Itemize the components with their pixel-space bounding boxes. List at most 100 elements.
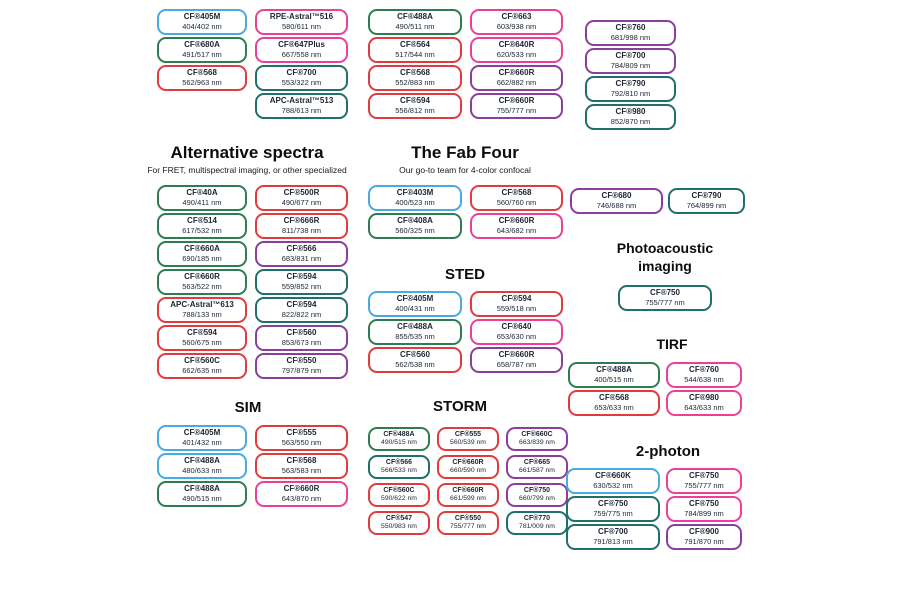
dye-name: CF®594 [286,271,317,281]
dye-name: CF®760 [615,22,646,32]
dye-name: RPE-Astral™516 [269,11,334,21]
dye-wavelengths: 822/822 nm [281,310,322,320]
dye-name: CF®640 [501,321,532,331]
dye-wavelengths: 553/322 nm [281,78,322,88]
dye-name: CF®560C [184,355,220,365]
section-title-sim: SIM [235,399,262,418]
section-title-text: 2-photon [635,443,701,460]
dye-wavelengths: 792/810 nm [610,89,651,99]
dye-wavelengths: 400/431 nm [395,304,435,314]
dye-wavelengths: 562/538 nm [395,360,435,370]
dye-name: APC-Astral™613 [170,299,234,309]
dye-wavelengths: 661/599 nm [450,495,486,503]
dye-name: CF®403M [396,187,434,197]
dye-wavelengths: 562/963 nm [182,78,222,88]
section-title-storm: STORM [433,398,487,417]
dye-name: CF®660R [452,459,484,467]
dye-name: CF®660R [498,215,535,225]
dye-wavelengths: 490/677 nm [281,198,322,208]
section-title-text: SIM [234,399,262,416]
dye-name: CF®750 [650,287,680,297]
dye-wavelengths: 490/515 nm [381,439,417,447]
dye-name: CF®408A [397,215,433,225]
dye-wavelengths: 560/675 nm [182,338,222,348]
dye-name: CF®700 [615,50,646,60]
dye-wavelengths: 563/522 nm [182,282,222,292]
dye-name: CF®40A [186,187,218,197]
section-title-2-photon: 2-photon [636,443,700,462]
dye-name: CF®568 [400,67,430,77]
dye-name: CF®980 [689,392,719,402]
dye-name: CF®488A [383,431,415,439]
dye-name: CF®660A [184,243,220,253]
dye-name: CF®568 [599,392,629,402]
dye-wavelengths: 491/517 nm [182,50,222,60]
dye-wavelengths: 559/518 nm [496,304,537,314]
dye-name: CF®700 [598,526,628,536]
dye-name: CF®555 [286,427,317,437]
dye-wavelengths: 550/983 nm [381,523,417,531]
dye-wavelengths: 490/515 nm [182,494,222,504]
dye-wavelengths: 662/635 nm [182,366,222,376]
dye-name: CF®660R [283,483,320,493]
dye-wavelengths: 660/799 nm [519,495,555,503]
section-subtitle: For FRET, multispectral imaging, or othe… [147,165,347,176]
dye-wavelengths: 791/870 nm [684,537,724,547]
section-title-text: STED [444,266,486,283]
dye-wavelengths: 662/882 nm [496,78,537,88]
section-title-photoacoustic-imaging: Photoacoustic imaging [610,240,720,275]
dye-wavelengths: 784/809 nm [610,61,651,71]
section-subtitle: Our go-to team for 4-color confocal [399,165,531,176]
dye-name: CF®594 [286,299,317,309]
dye-name: CF®980 [615,106,646,116]
dye-wavelengths: 552/883 nm [395,78,435,88]
dye-name: CF®647Plus [278,39,325,49]
dye-wavelengths: 681/998 nm [610,33,651,43]
dye-name: CF®560 [286,327,317,337]
dye-wavelengths: 643/682 nm [496,226,537,236]
dye-wavelengths: 544/638 nm [684,375,724,385]
dye-wavelengths: 746/688 nm [596,201,637,211]
dye-wavelengths: 755/777 nm [450,523,486,531]
dye-name: CF®550 [286,355,317,365]
dye-name: APC-Astral™513 [269,95,334,105]
dye-wavelengths: 563/583 nm [281,466,322,476]
dye-wavelengths: 759/775 nm [593,509,633,519]
dye-wavelengths: 683/831 nm [281,254,322,264]
dye-wavelengths: 755/777 nm [496,106,537,116]
dye-wavelengths: 811/738 nm [281,226,322,236]
dye-name: CF®555 [454,431,482,439]
dye-name: CF®566 [286,243,317,253]
dye-wavelengths: 560/325 nm [395,226,435,236]
dye-name: CF®660R [184,271,220,281]
dye-wavelengths: 620/533 nm [496,50,537,60]
dye-wavelengths: 658/787 nm [496,360,537,370]
dye-name: CF®550 [454,515,482,523]
